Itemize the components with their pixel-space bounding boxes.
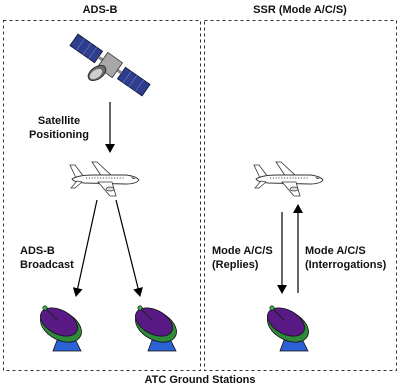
interrogations-label: Mode A/C/S (Interrogations)	[305, 244, 400, 272]
ads-b-aircraft-icon	[69, 161, 140, 197]
atc-ground-stations-label: ATC Ground Stations	[144, 374, 256, 386]
replies-label-line2: (Replies)	[212, 259, 259, 271]
interrogations-label-line1: Mode A/C/S	[305, 245, 366, 257]
ads-b-broadcast-label: ADS-B Broadcast	[20, 244, 90, 272]
ssr-panel	[204, 20, 397, 371]
satellite-label-line1: Satellite	[37, 115, 81, 127]
satellite-positioning-label: Satellite Positioning	[14, 114, 104, 142]
interrogations-label-line2: (Interrogations)	[305, 259, 387, 271]
broadcast-label-line2: Broadcast	[20, 259, 74, 271]
ads-b-panel	[3, 20, 201, 371]
ads-b-title: ADS-B	[82, 4, 118, 16]
replies-label-line1: Mode A/C/S	[212, 245, 273, 257]
ads-b-station-left-icon	[34, 301, 88, 352]
satellite-icon	[69, 33, 151, 97]
ssr-title: SSR (Mode A/C/S)	[253, 4, 347, 16]
ssr-aircraft-icon	[253, 161, 324, 197]
broadcast-label-line1: ADS-B	[20, 245, 55, 257]
ssr-station-icon	[261, 301, 315, 352]
broadcast-arrow-left	[72, 199, 98, 297]
broadcast-arrow-right	[115, 199, 143, 297]
replies-label: Mode A/C/S (Replies)	[212, 244, 282, 272]
satellite-label-line2: Positioning	[29, 129, 89, 141]
ads-b-station-right-icon	[129, 301, 183, 352]
